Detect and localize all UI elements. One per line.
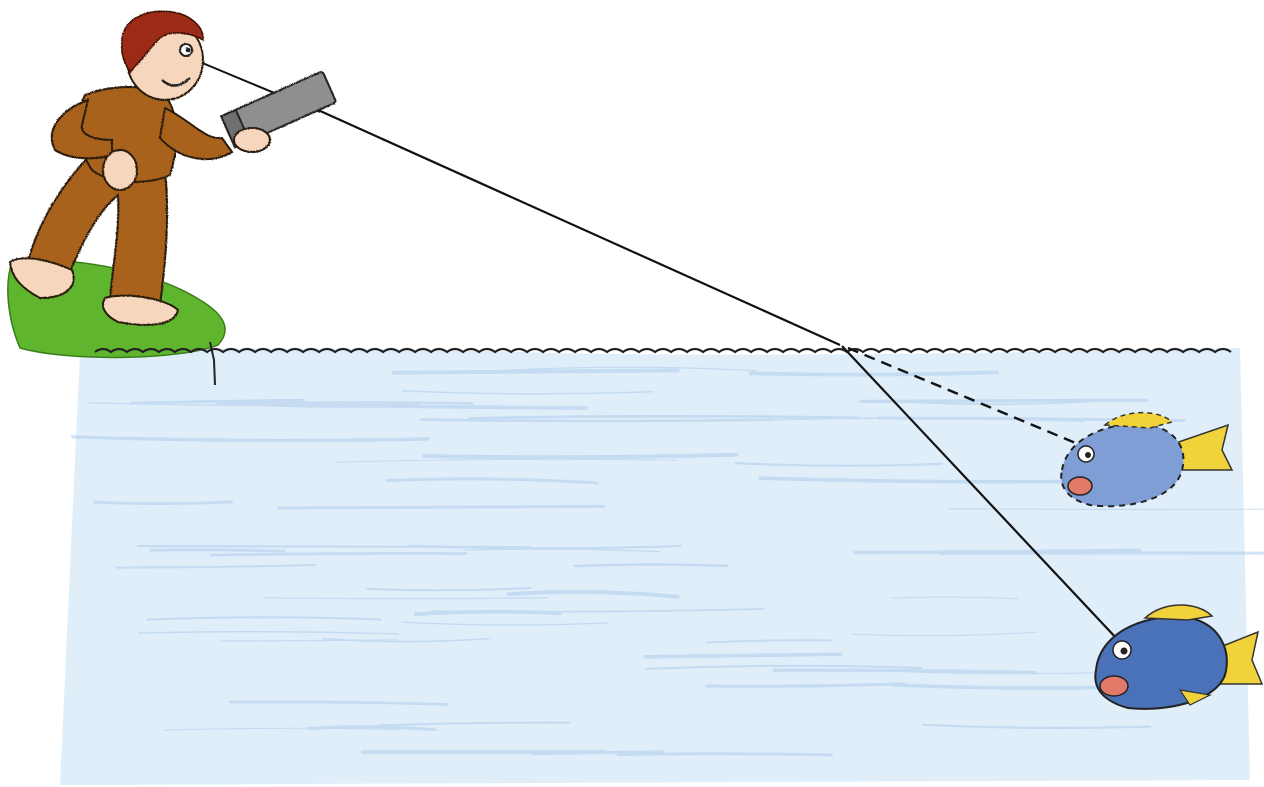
water-stroke (138, 546, 530, 547)
real-fish-mouth (1100, 676, 1128, 696)
water-stroke (751, 372, 997, 374)
person-with-flashlight (10, 11, 336, 325)
apparent-fish-pupil (1085, 452, 1091, 458)
person-right-hand (234, 128, 270, 152)
water-stroke (618, 754, 831, 755)
water-stroke (645, 654, 840, 657)
person-pupil (186, 48, 191, 53)
water-stroke (940, 553, 1264, 554)
water-stroke (279, 506, 604, 508)
water-body (60, 348, 1264, 785)
apparent-fish-mouth (1068, 477, 1092, 495)
water-stroke (151, 550, 284, 551)
incident-light-ray (318, 110, 840, 345)
water-stroke (421, 420, 772, 422)
water-stroke (394, 370, 678, 372)
real-fish-pupil (1121, 648, 1128, 655)
person-left-hand (103, 150, 137, 190)
